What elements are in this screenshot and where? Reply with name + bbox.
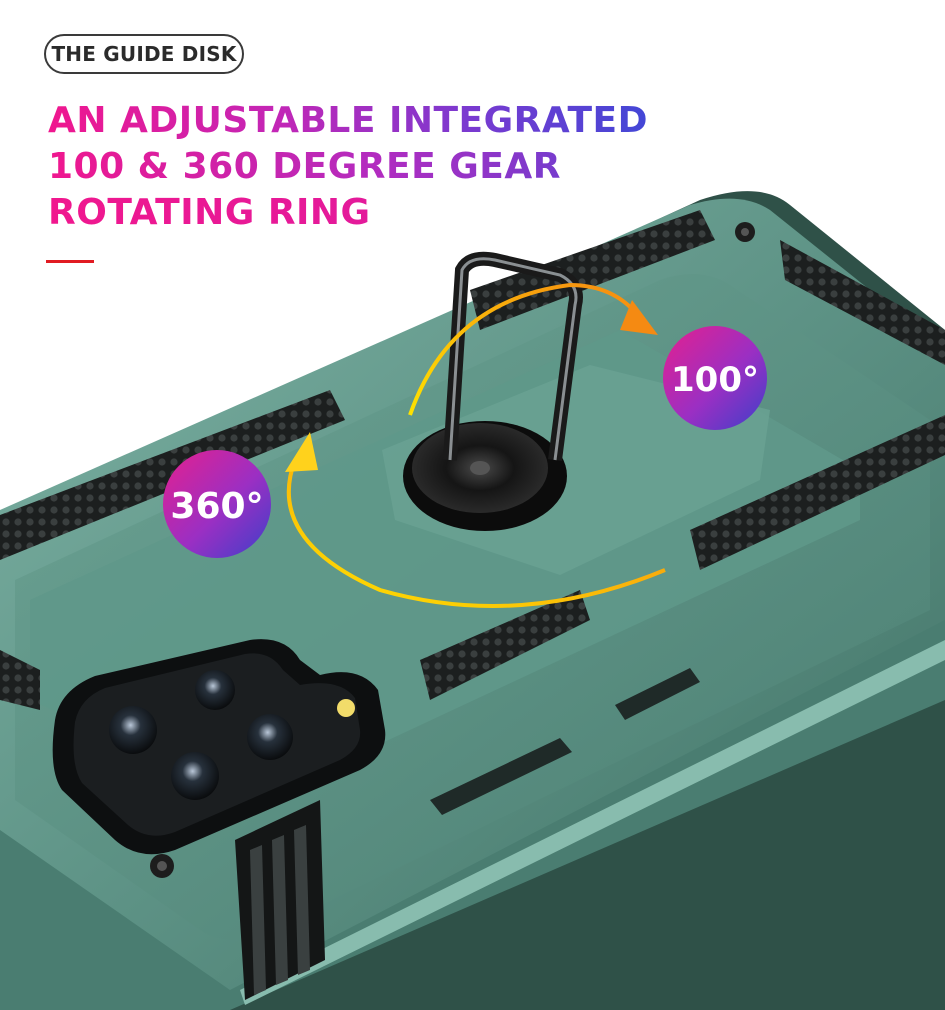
headline-line-1: AN ADJUSTABLE INTEGRATED [48,98,648,144]
camera-lens-4 [171,752,219,800]
camera-flash [337,699,355,717]
side-buttons [430,668,700,815]
headline: AN ADJUSTABLE INTEGRATED 100 & 360 DEGRE… [48,98,648,236]
headline-line-2: 100 & 360 DEGREE GEAR [48,144,648,190]
ring-mount [382,251,770,575]
rotation-arrows [285,282,666,608]
angle-bubble-360: 360° [163,450,271,558]
case-body [0,191,945,1010]
angle-label-100: 100° [671,360,759,400]
angle-bubble-100: 100° [663,326,767,430]
port-guard [235,800,325,1000]
angle-label-360: 360° [170,486,263,527]
camera-lens-3 [247,714,293,760]
camera-module [52,639,386,855]
accent-divider [46,260,94,263]
camera-lens-1 [195,670,235,710]
camera-lens-2 [109,706,157,754]
guide-disk-badge: THE GUIDE DISK [44,34,244,74]
headline-line-3: ROTATING RING [48,190,648,236]
